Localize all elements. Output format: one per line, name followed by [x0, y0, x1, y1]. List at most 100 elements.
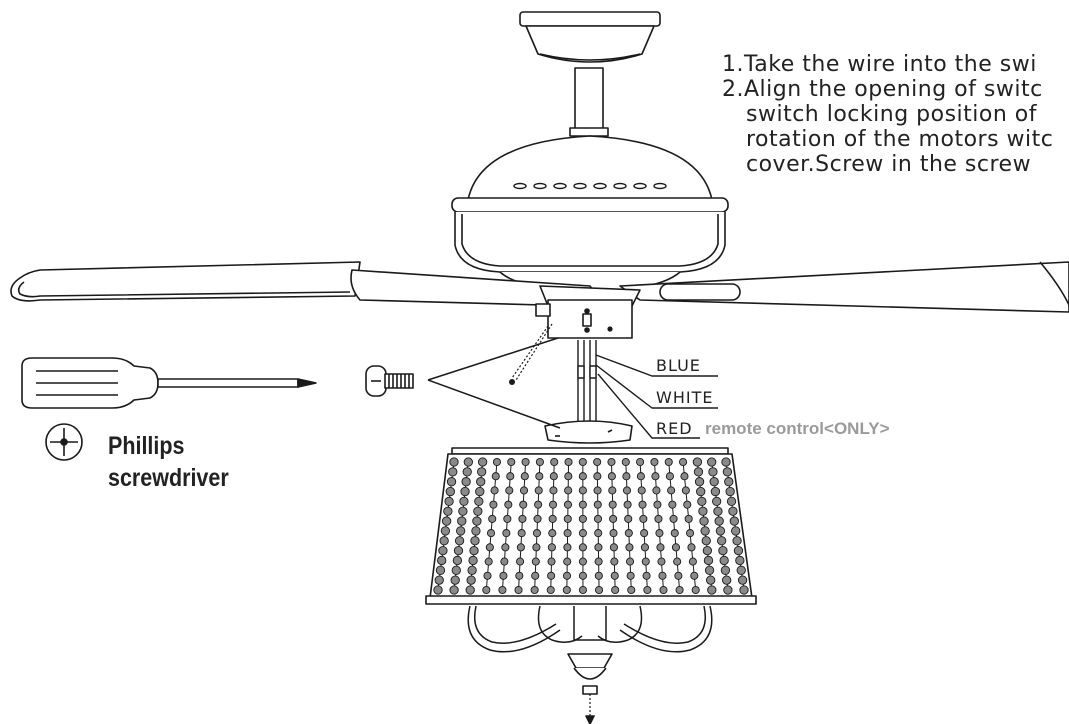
bead — [595, 585, 604, 595]
bead — [520, 472, 529, 481]
bead — [708, 467, 718, 477]
bead — [477, 467, 487, 477]
bead — [594, 543, 603, 552]
bead-strand — [485, 461, 498, 591]
bead — [578, 514, 587, 523]
bead — [547, 543, 556, 552]
bead — [516, 543, 525, 552]
bead — [736, 565, 746, 575]
wire-label-red: RED — [656, 419, 693, 438]
bead — [739, 585, 749, 595]
bead — [710, 486, 721, 497]
bead — [667, 486, 676, 495]
bead — [456, 526, 466, 536]
bead — [498, 585, 507, 595]
bead — [490, 486, 499, 495]
wire-bundle — [577, 340, 597, 432]
bead — [702, 545, 713, 556]
bead — [502, 529, 511, 538]
wire-label-blue: BLUE — [656, 356, 701, 375]
bead — [549, 486, 558, 495]
bead — [687, 543, 696, 552]
bead — [724, 477, 734, 487]
bead — [594, 529, 603, 538]
bead — [610, 571, 619, 580]
bead — [732, 536, 742, 546]
bead — [651, 472, 660, 481]
phillips-head-icon — [45, 423, 83, 461]
bead — [450, 575, 460, 585]
bead — [624, 529, 633, 538]
bead-strand — [518, 461, 527, 591]
bead — [563, 557, 572, 566]
bead — [533, 514, 542, 523]
bead — [622, 472, 631, 481]
bead — [486, 529, 496, 538]
bead — [725, 486, 735, 497]
bead — [501, 543, 510, 552]
bead — [564, 472, 573, 481]
bead — [637, 486, 646, 495]
switch-housing — [535, 285, 641, 339]
bead — [441, 516, 452, 526]
screw-icon — [365, 365, 414, 397]
bead — [492, 457, 501, 467]
instruction-step-1: 1.Take the wire into the swi — [722, 52, 1037, 77]
bead — [546, 585, 555, 595]
instruction-step-2-line-4: cover.Screw in the screw — [746, 152, 1032, 177]
bead — [625, 557, 635, 566]
bead — [593, 472, 602, 481]
bead — [578, 585, 587, 595]
tool-label: Phillips screwdriver — [108, 430, 229, 494]
wire-label-white: WHITE — [656, 388, 714, 407]
bead — [475, 486, 485, 497]
bead — [721, 575, 732, 585]
tool-label-line-2: screwdriver — [108, 464, 229, 492]
bead — [549, 472, 558, 481]
bead — [707, 585, 717, 595]
bead — [444, 496, 454, 507]
bead — [693, 467, 704, 477]
bead — [694, 477, 705, 487]
bead — [564, 457, 573, 467]
bead — [463, 457, 473, 467]
bead — [691, 585, 700, 595]
bead — [720, 565, 731, 575]
tool-label-line-1: Phillips — [108, 432, 185, 460]
bead — [688, 557, 697, 566]
bead — [434, 575, 444, 585]
downrod — [569, 67, 609, 137]
bead — [440, 526, 451, 536]
screw-callout-lines — [427, 337, 561, 429]
bead-strand — [610, 461, 616, 591]
bead — [680, 472, 689, 481]
bead — [684, 514, 693, 523]
bead — [594, 571, 603, 580]
bead — [562, 571, 572, 580]
bead — [664, 457, 673, 467]
bead — [608, 500, 617, 509]
bead — [625, 543, 634, 552]
bead — [443, 506, 453, 516]
bead — [622, 486, 632, 495]
bead — [449, 457, 459, 467]
bead-strand — [566, 461, 570, 591]
bead — [517, 529, 526, 538]
bead — [714, 516, 724, 526]
bead — [453, 545, 464, 556]
bead — [469, 545, 479, 556]
bead — [636, 472, 645, 481]
bead — [607, 457, 616, 467]
bead — [665, 472, 674, 481]
bead — [715, 526, 726, 536]
bead — [485, 543, 494, 552]
bead — [675, 585, 684, 595]
instruction-step-2-line-1: 2.Align the opening of switc — [722, 77, 1043, 102]
canopy — [519, 11, 661, 63]
bead — [717, 536, 727, 546]
bead-strand — [668, 461, 681, 591]
screwdriver-icon — [21, 357, 317, 409]
chandelier-arms — [467, 605, 713, 653]
bead — [578, 486, 587, 495]
